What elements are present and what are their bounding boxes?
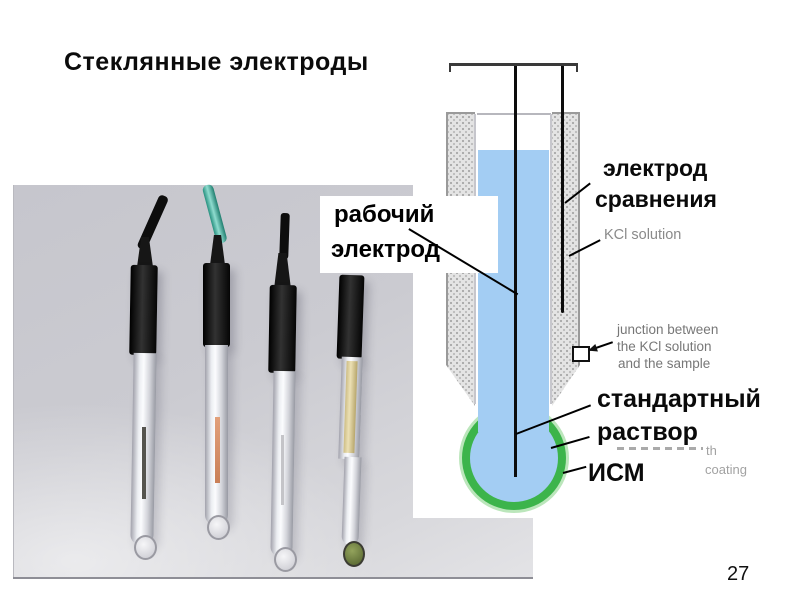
- slide-title: Стеклянные электроды: [64, 48, 369, 76]
- label-junction-line2: the KCl solution: [617, 339, 712, 354]
- electrode-1-cap: [129, 264, 158, 356]
- label-working-electrode-line1: рабочий: [334, 201, 435, 228]
- electrode-3-inner-element: [281, 435, 284, 505]
- electrode-1-cap-neck: [137, 237, 153, 267]
- fragment-th: th: [706, 443, 717, 458]
- electrode-2-cap-neck: [210, 235, 225, 265]
- holder-bar-right-tick: [576, 63, 578, 72]
- electrode-3-cap-neck: [274, 253, 291, 289]
- electrode-1-tip: [134, 535, 157, 560]
- label-junction-line3: and the sample: [618, 356, 711, 371]
- electrode-4-cap: [336, 274, 365, 360]
- label-kcl-solution: KCl solution: [604, 227, 682, 243]
- label-junction-line1: junction between: [617, 322, 719, 337]
- electrode-2-tip: [207, 515, 230, 540]
- covered-text-fragment: [617, 447, 703, 450]
- electrode-3-cap: [268, 284, 297, 374]
- page-number: 27: [727, 563, 750, 585]
- label-reference-electrode-line2: сравнения: [595, 186, 717, 212]
- reference-electrode-wire: [561, 66, 564, 313]
- fragment-coating: coating: [705, 462, 747, 477]
- standard-solution-fill: [478, 150, 549, 410]
- electrode-holder-bar: [449, 63, 578, 66]
- label-reference-electrode-line1: электрод: [603, 155, 708, 181]
- electrode-3-wire-icon: [279, 212, 290, 260]
- working-electrode-callout: рабочий электрод: [320, 196, 498, 273]
- electrode-4-tip: [343, 541, 365, 567]
- electrode-2-inner-element: [215, 417, 220, 483]
- electrode-4-glass-lower: [341, 456, 362, 546]
- label-standard-solution-line2: раствор: [597, 418, 698, 446]
- label-standard-solution-line1: стандартный: [597, 385, 761, 413]
- label-ism: ИСМ: [588, 459, 645, 487]
- inner-tube-right-wall: [550, 114, 552, 404]
- label-working-electrode-line2: электрод: [331, 236, 440, 263]
- holder-bar-left-tick: [449, 63, 451, 72]
- electrode-2-cap: [203, 263, 230, 347]
- outer-tube-right-wall: [552, 112, 580, 406]
- electrode-3-tip: [274, 547, 297, 572]
- working-electrode-wire: [514, 66, 517, 477]
- electrode-1-inner-element: [142, 427, 146, 499]
